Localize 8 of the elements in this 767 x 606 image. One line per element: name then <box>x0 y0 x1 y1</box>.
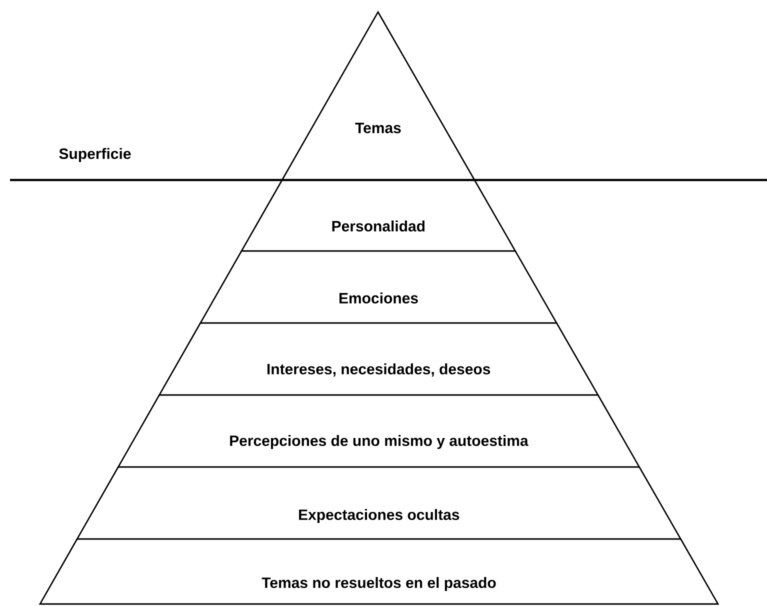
pyramid-band: Expectaciones ocultas <box>76 466 682 540</box>
pyramid-band: Temas <box>282 10 476 180</box>
pyramid-band: Emociones <box>199 250 558 324</box>
pyramid-band: Personalidad <box>240 180 517 252</box>
pyramid-band: Intereses, necesidades, deseos <box>158 322 600 396</box>
pyramid-band: Temas no resueltos en el pasado <box>38 538 720 605</box>
pyramid-band: Percepciones de uno mismo y autoestima <box>117 394 641 468</box>
surface-label: Superficie <box>59 148 131 162</box>
